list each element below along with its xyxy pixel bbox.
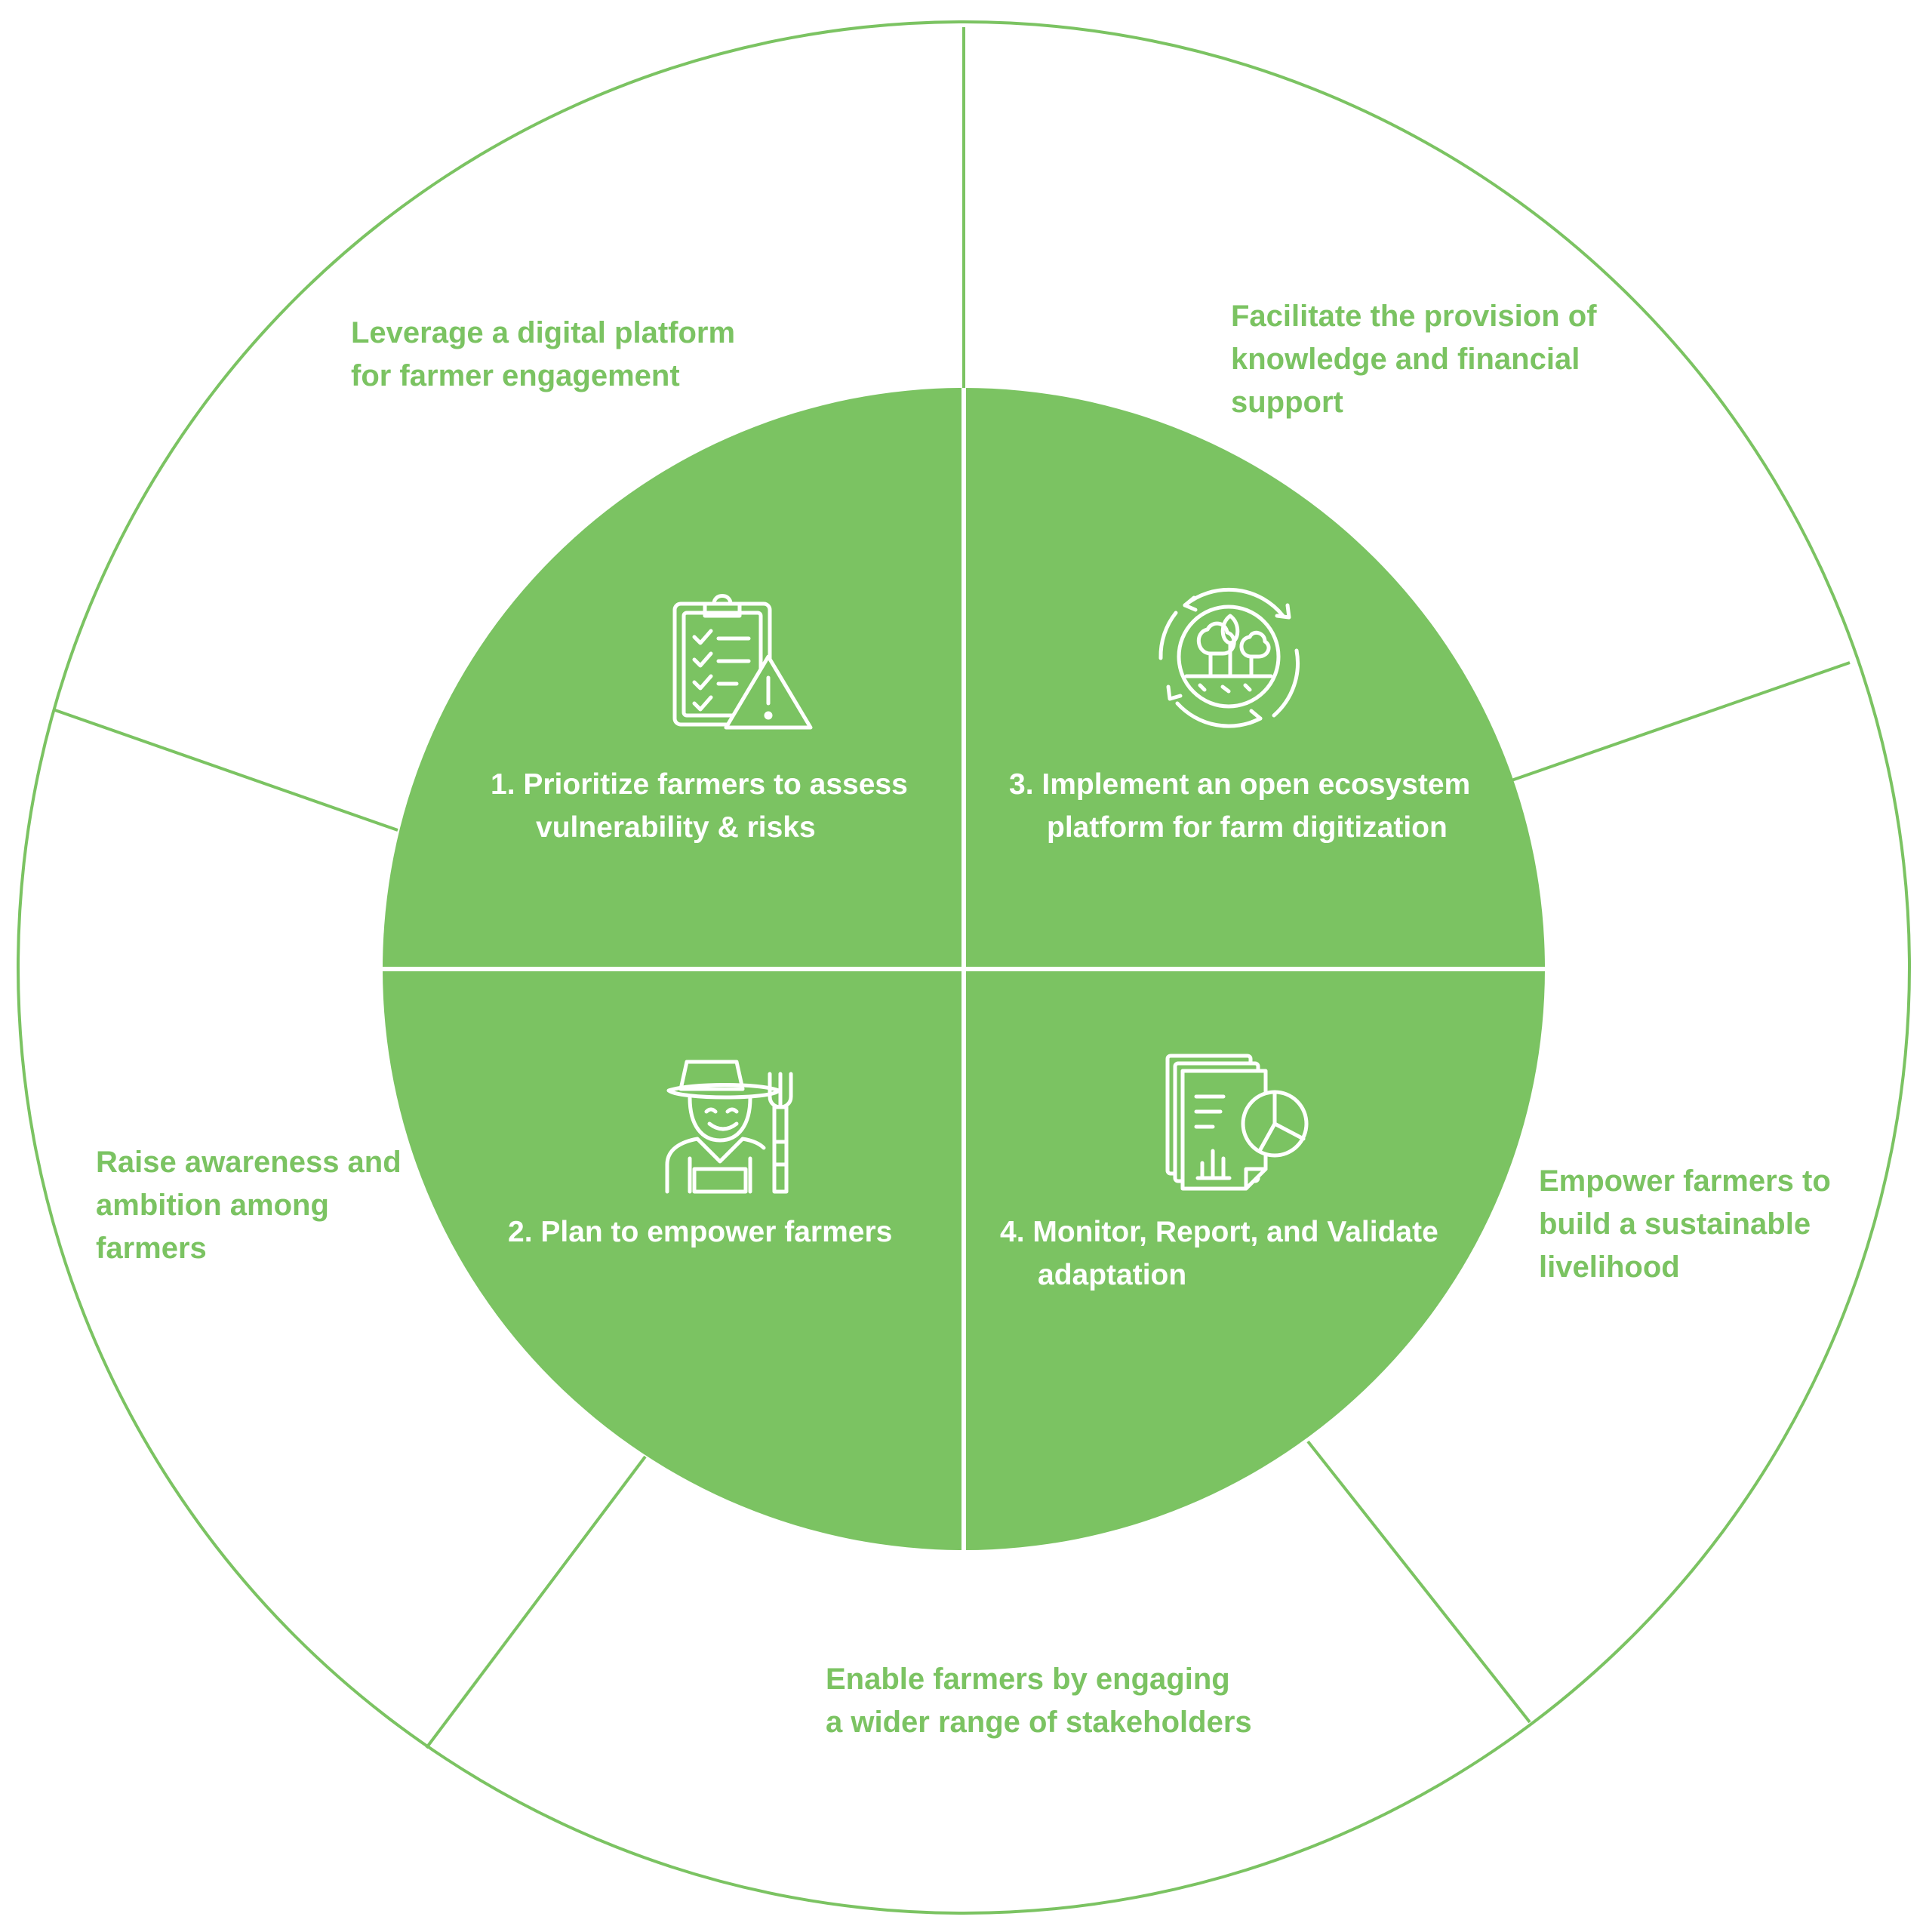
outer-label-awareness: Raise awareness and ambition among farme…: [96, 1141, 402, 1270]
quadrant-label-prioritize: 1. Prioritize farmers to assess vulnerab…: [491, 763, 908, 849]
quadrant-label-implement: 3. Implement an open ecosystem platform …: [1009, 763, 1470, 849]
spoke-lower-left: [425, 1455, 647, 1749]
outer-label-line: Empower farmers to: [1539, 1164, 1831, 1198]
outer-ring: [17, 20, 1911, 1915]
spoke-upper-right: [1509, 661, 1851, 783]
outer-label-line: Raise awareness and: [96, 1146, 402, 1179]
quadrant-label-line: 1. Prioritize farmers to assess: [491, 768, 908, 801]
outer-label-stakeholders: Enable farmers by engaging a wider range…: [826, 1658, 1252, 1744]
outer-label-digital-platform: Leverage a digital platform for farmer e…: [351, 312, 735, 398]
outer-label-knowledge-financial: Facilitate the provision of knowledge an…: [1231, 295, 1597, 424]
outer-label-sustainable-livelihood: Empower farmers to build a sustainable l…: [1539, 1160, 1831, 1289]
outer-label-line: livelihood: [1539, 1251, 1680, 1284]
outer-label-line: support: [1231, 386, 1343, 419]
quadrant-label-monitor: 4. Monitor, Report, and Validate adaptat…: [1000, 1211, 1438, 1297]
spoke-upper-left: [54, 709, 398, 832]
report-chart-icon: [1165, 1054, 1309, 1191]
quadrant-label-line: platform for farm digitization: [1047, 811, 1448, 844]
quadrant-label-plan: 2. Plan to empower farmers: [508, 1211, 892, 1254]
outer-label-line: build a sustainable: [1539, 1208, 1811, 1241]
quadrant-label-line: vulnerability & risks: [536, 811, 816, 844]
clipboard-warning-icon: [672, 594, 813, 730]
outer-label-line: Leverage a digital platform: [351, 316, 736, 349]
outer-label-line: knowledge and financial: [1231, 343, 1580, 376]
spoke-lower-right: [1306, 1440, 1531, 1724]
quadrant-label-line: 3. Implement an open ecosystem: [1009, 768, 1471, 801]
outer-label-line: Facilitate the provision of: [1231, 300, 1597, 333]
outer-label-line: a wider range of stakeholders: [826, 1706, 1252, 1739]
farmer-icon: [665, 1060, 793, 1194]
outer-label-line: ambition among: [96, 1189, 329, 1222]
quadrant-label-line: 2. Plan to empower farmers: [508, 1216, 893, 1248]
quadrant-label-line: 4. Monitor, Report, and Validate: [1000, 1216, 1438, 1248]
quadrant-label-line: adaptation: [1038, 1259, 1187, 1291]
ecosystem-cycle-icon: [1158, 587, 1300, 728]
outer-label-line: Enable farmers by engaging: [826, 1663, 1230, 1696]
outer-label-line: farmers: [96, 1232, 207, 1265]
outer-label-line: for farmer engagement: [351, 359, 680, 392]
